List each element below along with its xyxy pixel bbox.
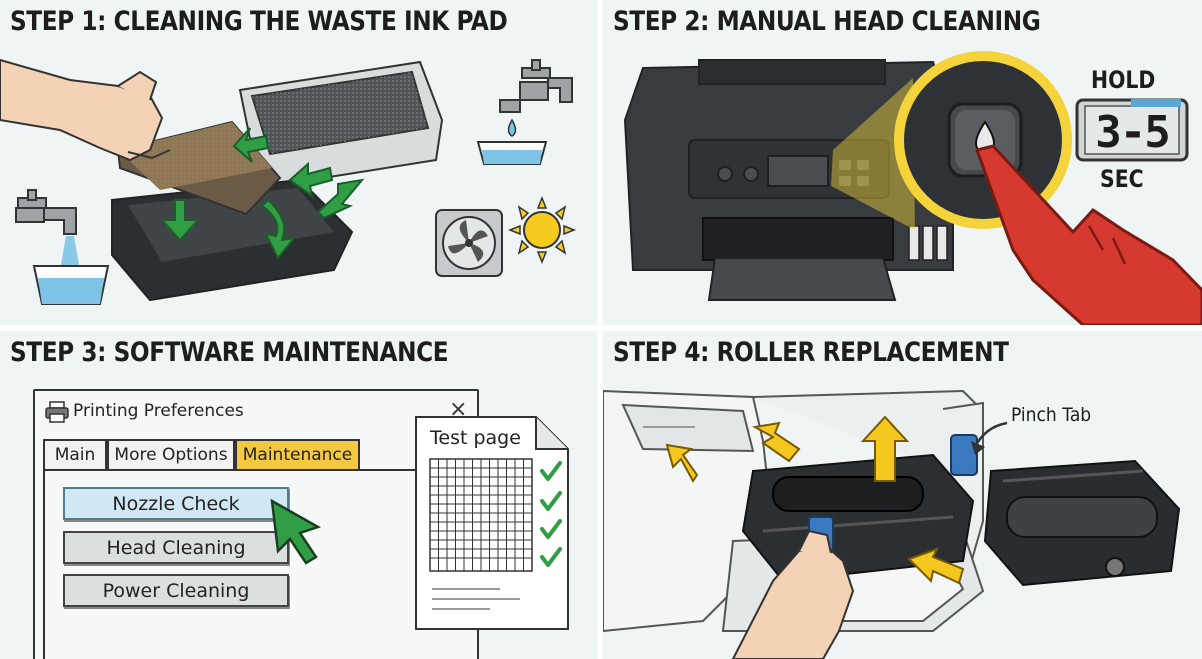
- power-cleaning-button[interactable]: Power Cleaning: [63, 574, 289, 607]
- timer-value: 3-5: [1095, 107, 1170, 158]
- head-cleaning-button[interactable]: Head Cleaning: [63, 531, 289, 564]
- step1-illustration: [0, 58, 577, 305]
- timer-display: [1075, 98, 1189, 162]
- checkmark-icon: [540, 519, 562, 539]
- nozzle-check-button[interactable]: Nozzle Check: [63, 487, 289, 520]
- sun-icon: [507, 195, 577, 265]
- step4-title: STEP 4: ROLLER REPLACEMENT: [613, 337, 1009, 368]
- checkmark-icon: [540, 461, 562, 481]
- printer-body: [623, 59, 954, 301]
- close-icon[interactable]: ×: [449, 397, 468, 422]
- step2-title: STEP 2: MANUAL HEAD CLEANING: [613, 6, 1041, 37]
- step3-overlay: [270, 416, 569, 630]
- tab-main[interactable]: Main: [43, 439, 107, 469]
- water-drop-icon: [507, 118, 517, 137]
- spare-cartridge: [983, 459, 1181, 587]
- tab-maintenance[interactable]: Maintenance: [235, 439, 360, 469]
- step3-panel: STEP 3: SOFTWARE MAINTENANCE Printing Pr…: [0, 331, 597, 659]
- fan-icon: [435, 209, 503, 277]
- test-page-label: Test page: [430, 427, 521, 449]
- faucet-icon: [15, 189, 77, 235]
- pressing-hand: [975, 144, 1202, 325]
- step2-panel: STEP 2: MANUAL HEAD CLEANING: [603, 0, 1202, 325]
- printer-icon: [45, 401, 69, 423]
- step1-panel: STEP 1: CLEANING THE WASTE INK PAD: [0, 0, 597, 325]
- step4-illustration: [603, 389, 1181, 659]
- sec-label: SEC: [1100, 165, 1144, 193]
- hold-label: HOLD: [1091, 66, 1156, 94]
- step1-title: STEP 1: CLEANING THE WASTE INK PAD: [10, 6, 508, 37]
- step2-illustration: [623, 51, 1202, 325]
- step3-title: STEP 3: SOFTWARE MAINTENANCE: [10, 337, 449, 368]
- yellow-arrows: [665, 415, 965, 585]
- water-bowl-icon: [32, 265, 110, 305]
- water-bowl-icon: [476, 141, 548, 165]
- hand-holding-pad: [0, 58, 171, 162]
- pinch-tab-label: Pinch Tab: [1011, 404, 1092, 426]
- printing-preferences-window: Printing Preferences ×: [33, 389, 479, 659]
- checkmark-icon: [540, 547, 562, 567]
- cursor-arrow-icon: [270, 498, 322, 565]
- step4-panel: STEP 4: ROLLER REPLACEMENT: [603, 331, 1202, 659]
- tab-content: [43, 469, 416, 659]
- faucet-icon: [499, 59, 573, 113]
- test-page: [415, 416, 569, 630]
- checkmark-icon: [540, 491, 562, 511]
- green-arrows: [159, 127, 365, 260]
- hand-pulling-tab: [731, 529, 855, 659]
- tab-more-options[interactable]: More Options: [107, 439, 235, 469]
- window-title: Printing Preferences: [73, 401, 244, 421]
- ink-pad-tray-lid: [238, 60, 444, 190]
